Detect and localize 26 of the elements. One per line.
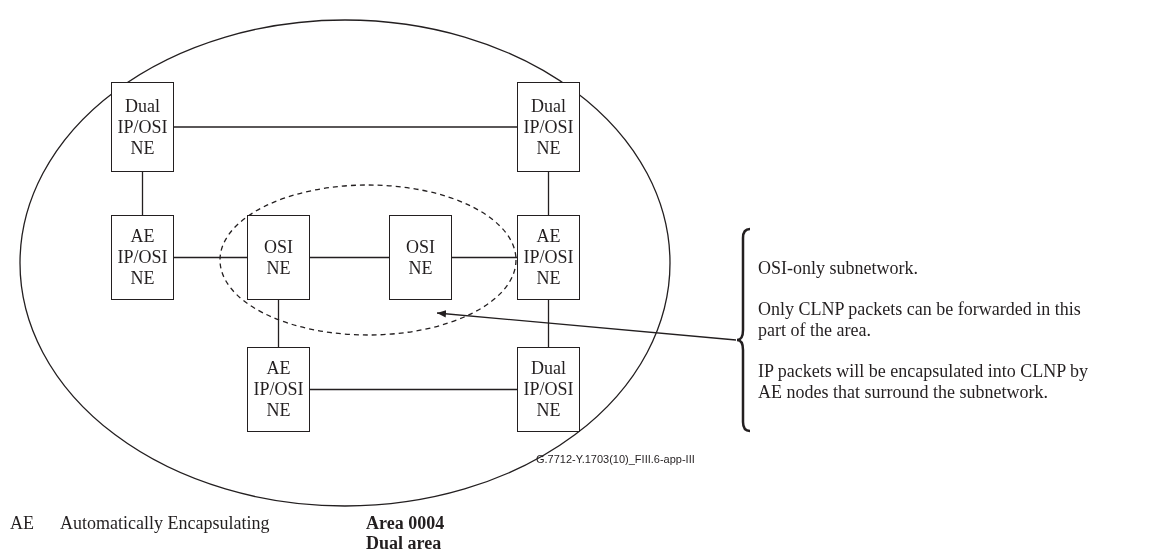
network-element-box: Dual IP/OSI NE	[517, 82, 580, 172]
link-line	[451, 256, 518, 259]
legend-text: Automatically Encapsulating	[60, 513, 270, 533]
link-line	[173, 126, 518, 128]
network-element-box: OSI NE	[389, 215, 452, 300]
link-line	[173, 256, 248, 259]
legend-text: AE	[10, 513, 34, 533]
network-element-box: OSI NE	[247, 215, 310, 300]
link-line	[309, 388, 518, 391]
link-line	[547, 299, 550, 348]
network-element-box: Dual IP/OSI NE	[517, 347, 580, 432]
network-element-box: AE IP/OSI NE	[247, 347, 310, 432]
note-text: OSI-only subnetwork.	[758, 257, 919, 279]
network-element-box: AE IP/OSI NE	[517, 215, 580, 300]
area-label: Area 0004 Dual area	[366, 513, 446, 553]
subnetwork-dashed-ellipse	[220, 185, 516, 335]
network-element-box: Dual IP/OSI NE	[111, 82, 174, 172]
network-element-box: AE IP/OSI NE	[111, 215, 174, 300]
link-line	[141, 171, 144, 216]
link-line	[547, 171, 550, 216]
note-text: Only CLNP packets can be forwarded in this part of the area.	[758, 298, 1082, 341]
link-line	[309, 256, 390, 259]
arrow	[436, 310, 737, 341]
figure-id: G.7712-Y.1703(10)_FIII.6-app-III	[536, 452, 695, 467]
link-line	[277, 299, 280, 348]
note-text: IP packets will be encapsulated into CLNP by AE nodes that surround the subnetwork.	[758, 360, 1090, 403]
